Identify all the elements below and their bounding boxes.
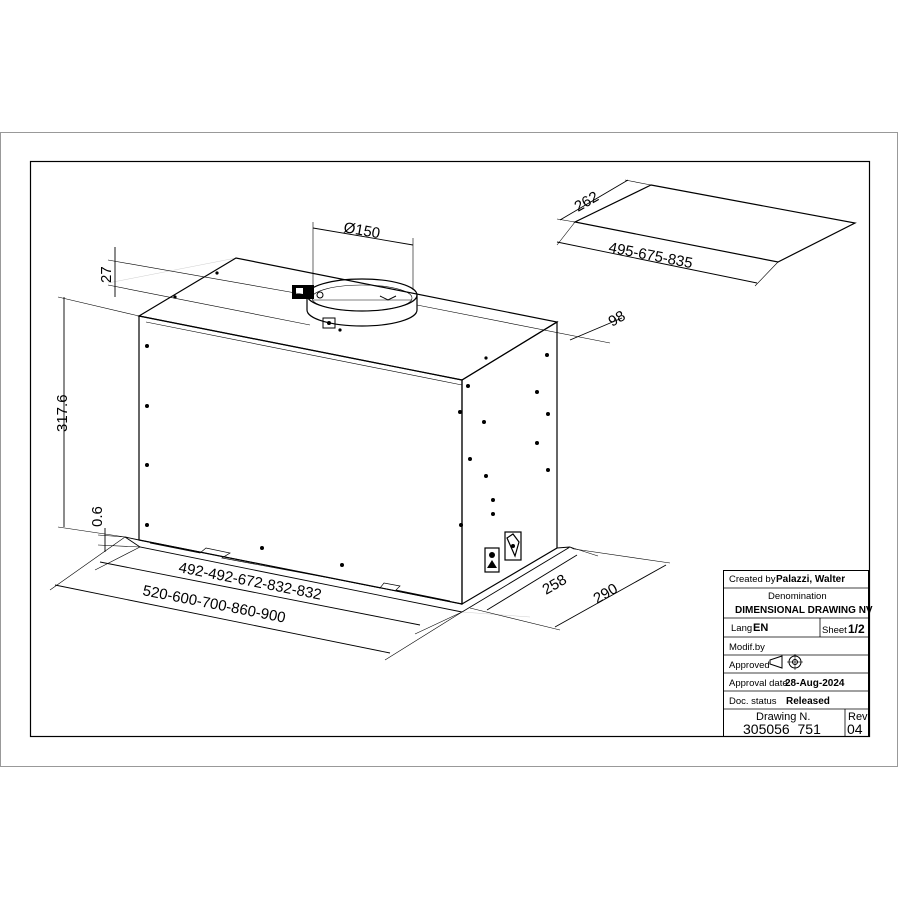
duct-collar <box>292 278 418 329</box>
title-block: Created by Palazzi, Walter Denomination … <box>723 570 873 737</box>
lang-label: Lang <box>731 623 752 634</box>
dim-depth-outer: 290 <box>591 580 621 607</box>
rev-value: 04 <box>847 721 863 737</box>
sheet-label: Sheet <box>822 625 847 636</box>
hood-body <box>124 257 575 613</box>
sheet-value: 1/2 <box>848 622 865 636</box>
doc-status-label: Doc. status <box>729 696 777 707</box>
inner-frame <box>29 160 871 738</box>
dimension-lines: Ø150 27 98 317.6 0.6 492-492-672-832-832… <box>49 219 671 661</box>
electrical-connector-icon <box>484 531 522 573</box>
dim-height: 317.6 <box>54 394 71 432</box>
hood-side-face <box>461 320 558 606</box>
created-by-label: Created by <box>729 574 776 585</box>
denomination-label: Denomination <box>768 591 827 602</box>
approved-label: Approved <box>729 660 770 671</box>
drawing-no-value: 305056_751 <box>743 721 821 737</box>
denomination-value: DIMENSIONAL DRAWING NV <box>735 605 873 616</box>
created-by-value: Palazzi, Walter <box>776 574 845 585</box>
doc-status-value: Released <box>786 696 830 707</box>
outer-frame <box>0 132 898 767</box>
projection-symbol-icon <box>769 654 803 670</box>
dim-filter-widths: 495-675-835 <box>607 239 694 272</box>
dim-duct-diameter: Ø150 <box>342 219 381 242</box>
filter-plate-view: 262 495-675-835 <box>556 179 857 287</box>
rev-label: Rev <box>848 711 868 723</box>
approval-date-label: Approval date <box>729 678 788 689</box>
approval-date-value: 28-Aug-2024 <box>785 678 845 689</box>
dim-lip-height: 0.6 <box>89 506 106 527</box>
modif-label: Modif.by <box>729 642 765 653</box>
dim-collar-offset: 98 <box>606 307 629 330</box>
dim-collar-height: 27 <box>98 266 115 283</box>
lang-value: EN <box>753 622 768 634</box>
drawing-no-label: Drawing N. <box>756 711 810 723</box>
